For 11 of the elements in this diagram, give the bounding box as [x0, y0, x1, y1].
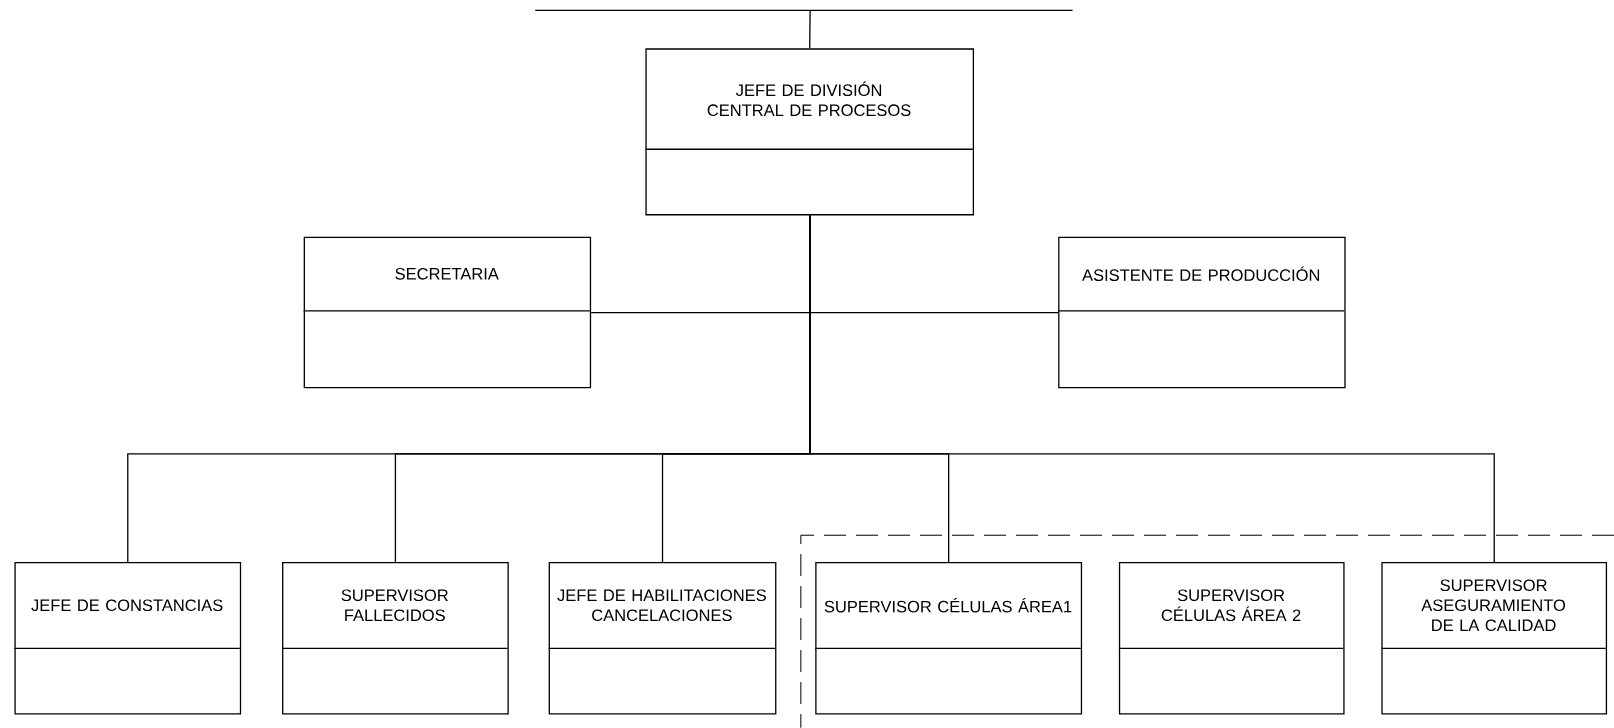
org-box: SUPERVISOR CÉLULAS ÁREA 2: [1118, 562, 1345, 715]
org-box: JEFE DE DIVISIÓN CENTRAL DE PROCESOS: [644, 48, 975, 216]
org-box: JEFE DE CONSTANCIAS: [13, 562, 242, 715]
org-box: SUPERVISOR FALLECIDOS: [281, 562, 509, 715]
org-box: SUPERVISOR ASEGURAMIENTO DE LA CALIDAD: [1380, 562, 1608, 715]
connector-line: [809, 214, 1495, 563]
connector-line: [809, 9, 811, 49]
org-box: SUPERVISOR CÉLULAS ÁREA1: [814, 562, 1083, 715]
org-box: ASISTENTE DE PRODUCCIÓN: [1057, 236, 1346, 389]
org-box: JEFE DE HABILITACIONES CANCELACIONES: [548, 562, 777, 715]
org-box: SECRETARIA: [303, 236, 592, 389]
